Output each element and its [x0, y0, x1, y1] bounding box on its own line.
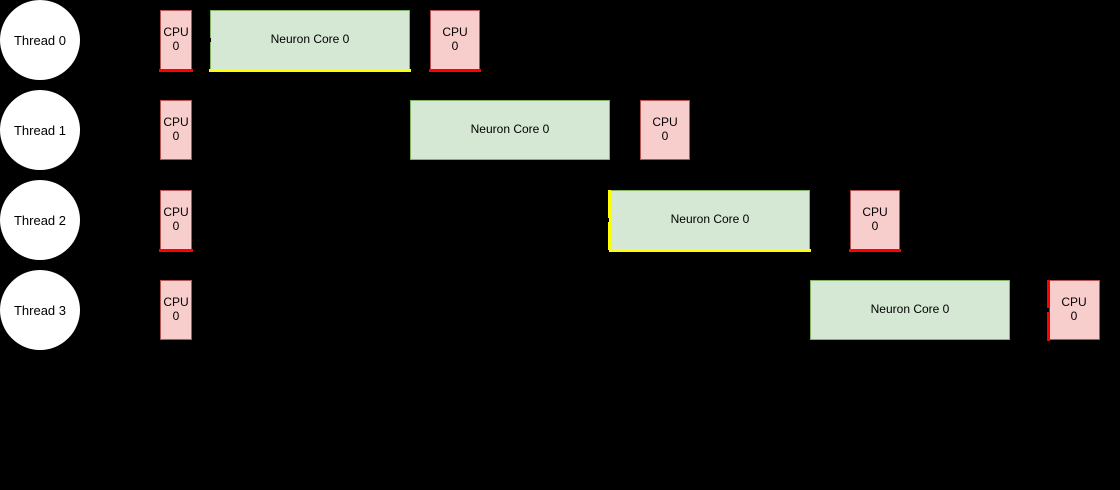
- cpu-label: CPU: [652, 115, 678, 130]
- neuron-core-label: Neuron Core 0: [470, 122, 550, 137]
- thread-label: Thread 1: [13, 122, 67, 138]
- cpu-box: CPU 0: [430, 10, 480, 70]
- cpu-label: CPU: [442, 25, 468, 40]
- cpu-label-sub: 0: [172, 129, 180, 143]
- connector-arrowhead: [203, 38, 211, 42]
- cpu-label-sub: 0: [172, 219, 180, 233]
- thread-label: Thread 3: [13, 302, 67, 318]
- cpu-label: CPU: [163, 115, 189, 130]
- connector-arrowhead: [1041, 308, 1049, 312]
- neuron-core-box: Neuron Core 0: [810, 280, 1010, 340]
- cpu-box: CPU 0: [1048, 280, 1100, 340]
- cpu-active-underline: [159, 69, 193, 72]
- cpu-active-underline: [849, 249, 901, 252]
- cpu-box: CPU 0: [160, 100, 192, 160]
- cpu-label-sub: 0: [661, 129, 669, 143]
- cpu-box: CPU 0: [160, 190, 192, 250]
- thread-circle: Thread 2: [0, 180, 80, 260]
- neuron-core-box: Neuron Core 0: [410, 100, 610, 160]
- neuron-active-underline: [609, 249, 811, 252]
- thread-label: Thread 0: [13, 32, 67, 48]
- cpu-label: CPU: [163, 205, 189, 220]
- thread-circle: Thread 0: [0, 0, 80, 80]
- cpu-box: CPU 0: [850, 190, 900, 250]
- cpu-label: CPU: [163, 25, 189, 40]
- neuron-core-box: Neuron Core 0: [210, 10, 410, 70]
- cpu-label-sub: 0: [172, 39, 180, 53]
- neuron-core-label: Neuron Core 0: [870, 302, 950, 317]
- cpu-active-underline: [159, 249, 193, 252]
- neuron-active-left-edge: [608, 190, 611, 250]
- cpu-label-sub: 0: [871, 219, 879, 233]
- neuron-active-underline: [209, 69, 411, 72]
- cpu-active-underline: [429, 69, 481, 72]
- cpu-box: CPU 0: [160, 10, 192, 70]
- cpu-box: CPU 0: [640, 100, 690, 160]
- neuron-core-label: Neuron Core 0: [270, 32, 350, 47]
- thread-label: Thread 2: [13, 212, 67, 228]
- cpu-box: CPU 0: [160, 280, 192, 340]
- neuron-core-label: Neuron Core 0: [670, 212, 750, 227]
- connector-arrowhead: [601, 218, 609, 222]
- cpu-label-sub: 0: [1070, 309, 1078, 323]
- thread-circle: Thread 1: [0, 90, 80, 170]
- cpu-label-sub: 0: [172, 309, 180, 323]
- cpu-label: CPU: [163, 295, 189, 310]
- thread-circle: Thread 3: [0, 270, 80, 350]
- cpu-label: CPU: [1061, 295, 1087, 310]
- neuron-core-box: Neuron Core 0: [610, 190, 810, 250]
- cpu-label-sub: 0: [451, 39, 459, 53]
- cpu-label: CPU: [862, 205, 888, 220]
